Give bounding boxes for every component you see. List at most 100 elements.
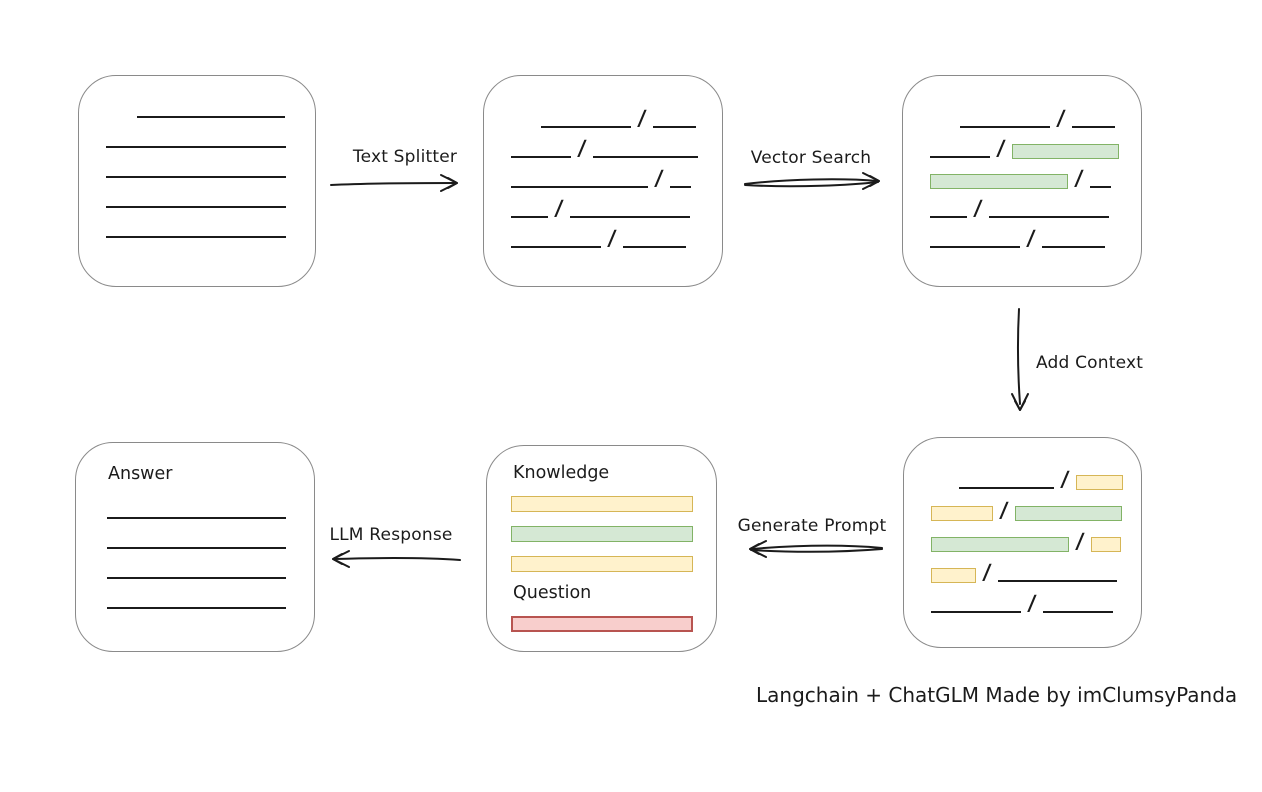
chunk-row: / [903,136,1141,166]
chunk-separator-slash: / [576,136,587,160]
chunk-row: / [904,528,1141,559]
diagram-caption: Langchain + ChatGLM Made by imClumsyPand… [756,683,1238,707]
text-line [107,547,286,549]
knowledge-heading: Knowledge [513,463,610,483]
text-line [137,116,285,118]
chunk-separator-slash: / [995,136,1006,160]
chunk-separator-slash: / [998,498,1009,522]
chunk-row [79,186,315,216]
text-line [107,517,286,519]
text-line [652,126,696,128]
yellow-highlight-chunk [931,568,976,583]
chunk-row: / [484,136,722,166]
add-context-label: Add Context [1036,353,1144,373]
chunk-row: / [903,166,1141,196]
chunk-separator-slash: / [1073,166,1084,190]
chunk-row [76,497,314,527]
chunk-row: / [904,497,1141,528]
chunk-separator-slash: / [553,196,564,220]
chunk-row [79,96,315,126]
text-line [511,186,648,188]
vector-search-label: Vector Search [750,148,872,168]
chunk-separator-slash: / [653,166,664,190]
text-line [1041,246,1105,248]
text-line [107,577,286,579]
split-chunks-box: / / / / / [483,75,723,287]
chunk-row: / [484,226,722,256]
chunk-separator-slash: / [606,226,617,250]
prompt-box: Knowledge Question [486,445,717,652]
generate-prompt-arrow-icon [749,540,883,558]
text-splitter-arrow-icon [330,174,458,192]
chunk-separator-slash: / [636,106,647,130]
llm-response-arrow-icon [332,550,461,568]
chunk-row: / [484,196,722,226]
chunk-row [76,587,314,617]
text-line [106,206,286,208]
matched-chunks-box: / / / / / [902,75,1142,287]
yellow-bar [511,496,693,512]
yellow-highlight-chunk [931,506,993,521]
chunk-separator-slash: / [1074,529,1085,553]
text-line [669,186,691,188]
text-line [930,246,1020,248]
context-chunks-box: ///// [903,437,1142,648]
chunk-row: / [903,106,1141,136]
context-chunk-lines: ///// [904,466,1141,621]
knowledge-bars [511,496,693,586]
chunk-row: / [903,226,1141,256]
chunk-row: / [484,106,722,136]
chunk-lines: / / / / / [484,106,722,256]
text-line [511,246,601,248]
text-line [106,146,286,148]
chunk-separator-slash: / [972,196,983,220]
source-document-box [78,75,316,287]
chunk-row [76,557,314,587]
document-lines [79,96,315,246]
text-line [106,176,286,178]
answer-lines [76,497,314,617]
yellow-bar [511,556,693,572]
green-highlight-chunk [1011,144,1119,159]
text-line [930,216,967,218]
text-line [960,126,1050,128]
matched-chunk-lines: / / / / / [903,106,1141,256]
chunk-row: / [904,559,1141,590]
question-bars [511,616,693,646]
text-line [1089,186,1111,188]
yellow-highlight-chunk [1075,475,1123,490]
green-highlight-chunk [930,174,1068,189]
chunk-row [79,126,315,156]
text-line [106,236,286,238]
text-line [988,216,1109,218]
chunk-separator-slash: / [1055,106,1066,130]
green-highlight-chunk [1014,506,1122,521]
answer-box: Answer [75,442,315,652]
text-line [622,246,686,248]
text-splitter-label: Text Splitter [352,147,458,167]
answer-heading: Answer [108,464,173,484]
vector-search-arrow-icon [744,172,880,190]
text-line [511,216,548,218]
red-bar [511,616,693,632]
text-line [930,156,990,158]
chunk-row: / [904,466,1141,497]
chunk-row [79,216,315,246]
green-bar [511,526,693,542]
chunk-row: / [904,590,1141,621]
text-line [107,607,286,609]
chunk-row [79,156,315,186]
text-line [541,126,631,128]
text-line [997,580,1117,582]
text-line [959,487,1054,489]
chunk-separator-slash: / [1025,226,1036,250]
text-line [1071,126,1115,128]
llm-response-label: LLM Response [329,525,453,545]
chunk-row [76,527,314,557]
text-line [931,611,1021,613]
chunk-separator-slash: / [1059,467,1070,491]
text-line [569,216,690,218]
text-line [592,156,698,158]
chunk-row: / [903,196,1141,226]
